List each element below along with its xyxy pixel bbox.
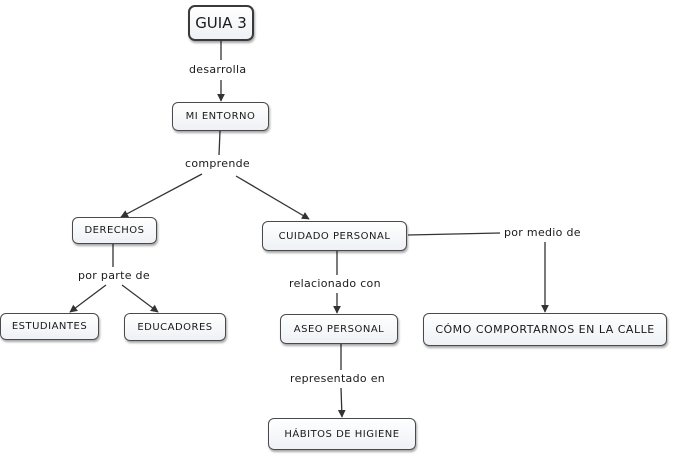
link-representado-en: representado en: [288, 372, 388, 385]
line-entorno-comprende: [218, 130, 221, 156]
link-desarrolla: desarrolla: [187, 63, 249, 76]
line-representado-habitos: [337, 387, 346, 418]
concept-derechos[interactable]: DERECHOS: [72, 217, 157, 244]
link-por-parte-de: por parte de: [76, 269, 152, 282]
concept-habitos-de-higiene[interactable]: HÁBITOS DE HIGIENE: [268, 418, 416, 450]
concept-cuidado-personal[interactable]: CUIDADO PERSONAL: [262, 221, 407, 251]
concept-educadores[interactable]: EDUCADORES: [124, 313, 226, 341]
link-relacionado-con: relacionado con: [287, 277, 383, 290]
concept-como-comportarnos[interactable]: CÓMO COMPORTARNOS EN LA CALLE: [423, 313, 667, 346]
line-porparte-estudiantes: [69, 284, 107, 313]
concept-aseo-personal[interactable]: ASEO PERSONAL: [280, 314, 398, 344]
line-comprende-cuidado: [235, 175, 310, 220]
link-por-medio-de: por medio de: [502, 226, 583, 239]
line-comprende-derechos: [120, 173, 203, 218]
line-porparte-educadores: [121, 284, 159, 313]
link-comprende: comprende: [183, 157, 252, 170]
concept-guia-3[interactable]: GUIA 3: [188, 5, 254, 41]
line-cuidado-pormedio: [407, 232, 501, 236]
concept-estudiantes[interactable]: ESTUDIANTES: [0, 313, 99, 340]
concept-mi-entorno[interactable]: MI ENTORNO: [172, 102, 269, 131]
